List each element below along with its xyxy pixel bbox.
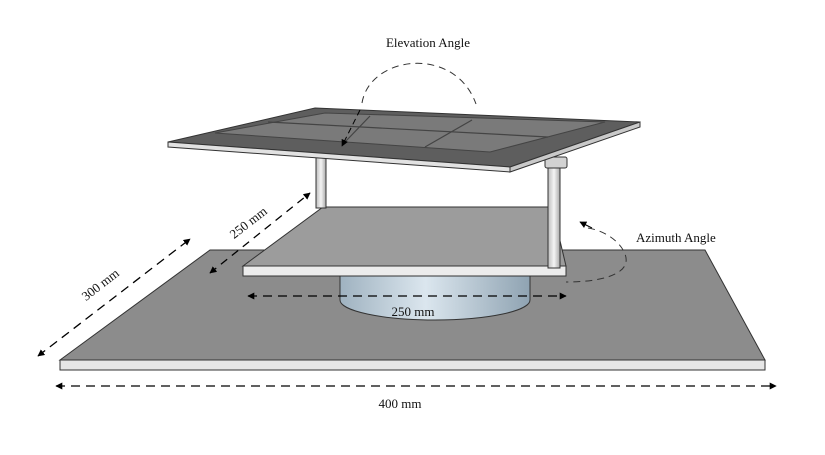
azimuth-angle-label: Azimuth Angle: [636, 230, 716, 245]
base-width-label: 400 mm: [379, 396, 422, 411]
azimuth-angle-indicator: [565, 221, 627, 283]
dimension-line-base-depth: [37, 238, 191, 357]
platform-width-label: 250 mm: [392, 304, 435, 319]
platform-depth-label: 250 mm: [227, 203, 270, 241]
middle-platform: [241, 206, 567, 277]
solar-panel: [167, 107, 641, 173]
elevation-angle-indicator: [341, 62, 477, 147]
elevation-angle-label: Elevation Angle: [386, 35, 470, 50]
support-post-right: [544, 156, 568, 269]
dimension-line-platform-depth: [209, 192, 311, 274]
base-depth-label: 300 mm: [79, 265, 122, 303]
rotation-cylinder: [339, 274, 531, 321]
